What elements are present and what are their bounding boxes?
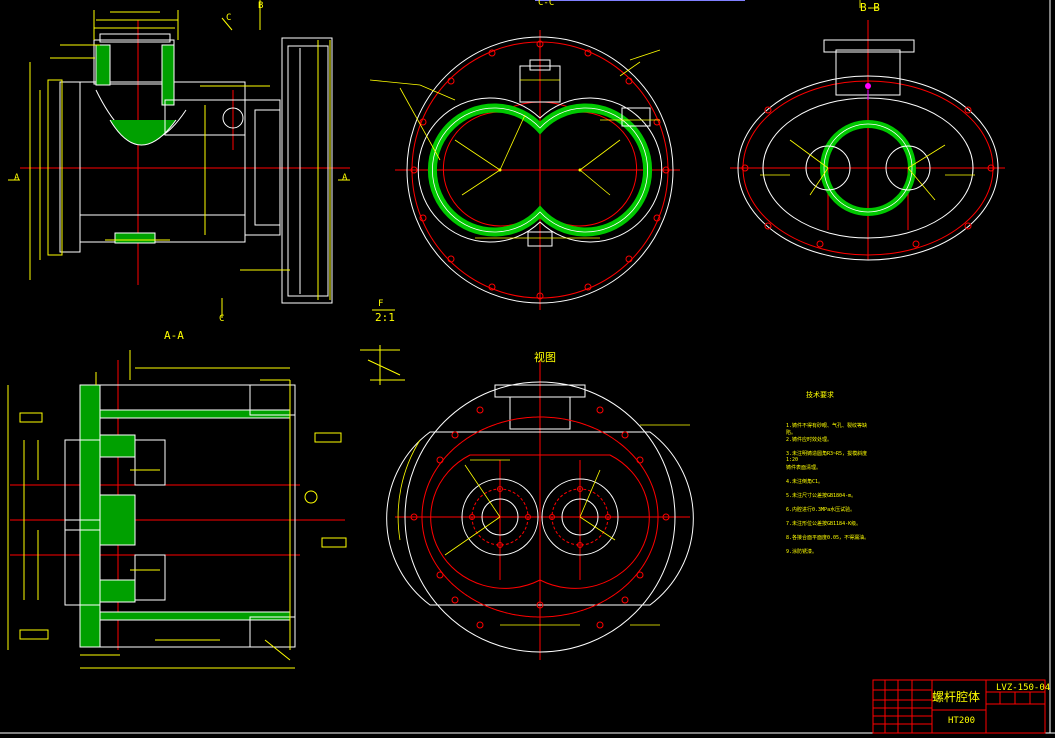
end-view-bottom xyxy=(386,360,694,660)
technical-note: 7.未注形位公差按GB1184-K级。 xyxy=(786,521,862,527)
technical-note: 5.未注尺寸公差按GB1804-m。 xyxy=(786,493,857,499)
view-label-b: B-B xyxy=(860,1,880,14)
title-block xyxy=(872,679,1046,734)
section-marker-c-top: C xyxy=(226,13,232,23)
drawing-code: LVZ-150-04 xyxy=(996,683,1051,693)
view-label-top-center: C-C xyxy=(538,0,555,8)
section-marker-a-right: A xyxy=(342,173,348,183)
technical-note: 8.各接合面平面度0.05，不得漏油。 xyxy=(786,535,870,541)
section-marker-a-left: A xyxy=(14,173,20,183)
drawing-material: HT200 xyxy=(948,716,976,726)
technical-note: 1.铸件不得有砂眼、气孔、裂纹等缺陷。 xyxy=(786,423,868,436)
view-label-bottom-center: 视图 xyxy=(534,351,556,364)
section-view-a xyxy=(7,350,347,669)
section-marker-b: B xyxy=(258,1,264,11)
detail-scale: 2:1 xyxy=(375,311,395,324)
detail-label: F xyxy=(378,299,384,309)
view-b xyxy=(730,0,1005,261)
technical-note: 铸件表面清理。 xyxy=(786,465,822,471)
view-label-section-a: A-A xyxy=(164,329,184,342)
technical-note: 9.涂防锈漆。 xyxy=(786,549,818,555)
technical-note: 2.铸件应时效处理。 xyxy=(786,437,833,443)
technical-notes: 技术要求 1.铸件不得有砂眼、气孔、裂纹等缺陷。 2.铸件应时效处理。 3.未注… xyxy=(786,390,876,562)
section-marker-c-bottom: C xyxy=(219,314,225,324)
detail-f xyxy=(360,309,405,385)
drawing-title: 螺杆腔体 xyxy=(932,690,981,704)
technical-note: 6.内腔进行0.3MPa水压试验。 xyxy=(786,507,856,513)
technical-note: 3.未注明铸造圆角R3~R5，拔模斜度1:20 xyxy=(786,451,868,463)
end-view-top xyxy=(369,30,680,310)
technical-notes-title: 技术要求 xyxy=(806,391,834,399)
technical-note: 4.未注倒角C1。 xyxy=(786,479,824,485)
section-view-c xyxy=(8,0,350,318)
